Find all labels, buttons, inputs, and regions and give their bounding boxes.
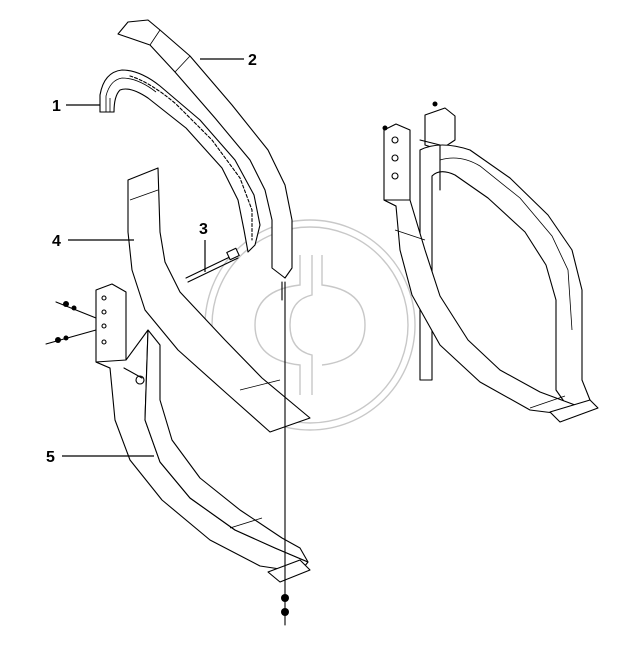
callout-2: 2 [200, 52, 257, 69]
assembled-view [382, 101, 599, 423]
part-2-upper-strap [117, 19, 293, 279]
callout-label-5: 5 [46, 449, 55, 466]
watermark-logo [204, 219, 416, 431]
vertical-rod [281, 281, 289, 626]
callout-label-4: 4 [52, 233, 61, 250]
part-3-bolt [185, 247, 240, 283]
part-4-strap [127, 167, 311, 433]
callout-3: 3 [199, 221, 208, 272]
callout-label-2: 2 [248, 52, 257, 69]
part-1-loop-strap [99, 69, 261, 253]
part-5-lower-strap [95, 283, 311, 583]
callout-4: 4 [52, 233, 134, 250]
callout-1: 1 [52, 98, 100, 115]
callout-5: 5 [46, 449, 154, 466]
left-hardware [45, 301, 97, 345]
callout-label-1: 1 [52, 98, 61, 115]
callout-label-3: 3 [199, 221, 208, 238]
